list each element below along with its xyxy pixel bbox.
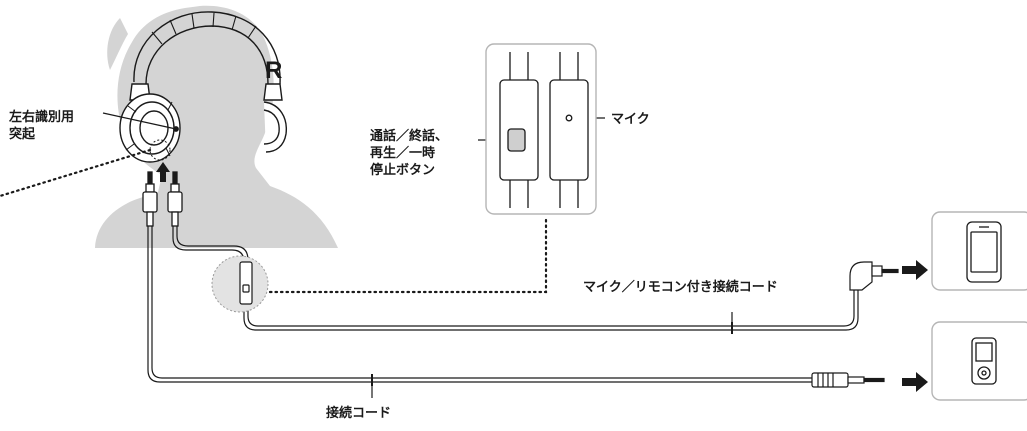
left-right-ridge-label: 左右識別用 突起 <box>9 108 74 142</box>
remote-unit <box>239 261 253 305</box>
remote-cord-label: マイク／リモコン付き接続コード <box>583 279 778 294</box>
remote-cord-line <box>172 226 859 334</box>
up-arrow-icon <box>156 162 170 182</box>
connection-cord-label: 接続コード <box>326 405 392 420</box>
left-right-ridge-line-2: 突起 <box>9 126 36 141</box>
connection-cord-line <box>147 226 812 398</box>
angled-plug <box>849 261 899 291</box>
music-player-icon <box>931 321 1027 401</box>
right-arrow-icon <box>902 260 928 392</box>
remote-detail-box <box>485 43 597 215</box>
call-button-label: 通話／終話、 再生／一時 停止ボタン <box>370 127 448 178</box>
head-silhouette <box>95 5 338 249</box>
straight-plug <box>811 372 885 388</box>
right-channel-mark: R <box>265 57 283 84</box>
plug-left <box>142 171 158 227</box>
headphone-illustration <box>119 11 287 163</box>
call-button-line-2: 再生／一時 <box>370 145 436 160</box>
dotted-leaders <box>0 148 548 294</box>
plug-right <box>167 171 183 227</box>
microphone-label: マイク <box>611 111 650 126</box>
smartphone-icon <box>931 211 1027 291</box>
left-right-ridge-line-1: 左右識別用 <box>9 109 75 124</box>
call-button-line-1: 通話／終話、 <box>370 128 449 143</box>
call-button-line-3: 停止ボタン <box>370 162 436 177</box>
